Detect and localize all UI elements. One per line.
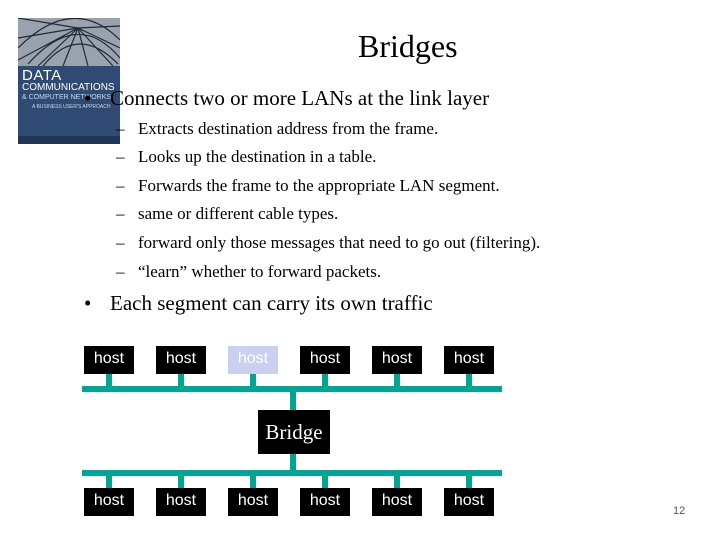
sub-bullet-item: –Extracts destination address from the f…: [116, 118, 438, 140]
host-drop-wire: [394, 374, 400, 388]
sub-bullet-item: –Forwards the frame to the appropriate L…: [116, 175, 500, 197]
host-drop-wire: [466, 474, 472, 490]
sub-bullet-text: Looks up the destination in a table.: [138, 147, 377, 166]
bullet-dot-icon: •: [84, 291, 92, 315]
dash-icon: –: [116, 262, 125, 281]
bridge-node: Bridge: [258, 410, 330, 454]
bullet-dot-icon: •: [84, 86, 92, 110]
bottom-host-1: host: [84, 488, 134, 516]
host-drop-wire: [322, 474, 328, 490]
bullet-item: • Connects two or more LANs at the link l…: [84, 85, 489, 111]
host-drop-wire: [178, 474, 184, 490]
sub-bullet-text: forward only those messages that need to…: [138, 233, 541, 252]
book-title-line1: DATA: [22, 67, 62, 84]
host-drop-wire: [250, 374, 256, 388]
bridge-bottom-connector: [290, 454, 296, 470]
top-host-2: host: [156, 346, 206, 374]
host-drop-wire: [106, 474, 112, 490]
dash-icon: –: [116, 233, 125, 252]
sub-bullet-text: Extracts destination address from the fr…: [138, 119, 439, 138]
book-subtitle: A BUSINESS USER'S APPROACH: [32, 104, 111, 110]
sub-bullet-item: –forward only those messages that need t…: [116, 232, 540, 254]
top-host-1: host: [84, 346, 134, 374]
dash-icon: –: [116, 147, 125, 166]
top-host-6: host: [444, 346, 494, 374]
sub-bullet-item: –“learn” whether to forward packets.: [116, 261, 381, 283]
host-drop-wire: [322, 374, 328, 388]
book-title-line3: & COMPUTER NETWORKS: [22, 94, 112, 101]
bullet-text: Connects two or more LANs at the link la…: [110, 86, 490, 110]
bottom-host-4: host: [300, 488, 350, 516]
bottom-host-5: host: [372, 488, 422, 516]
top-segment-wire: [82, 386, 502, 392]
dash-icon: –: [116, 204, 125, 223]
top-host-3: host: [228, 346, 278, 374]
sub-bullet-item: –same or different cable types.: [116, 203, 338, 225]
sub-bullet-text: “learn” whether to forward packets.: [138, 262, 382, 281]
slide-title: Bridges: [358, 28, 458, 64]
host-drop-wire: [178, 374, 184, 388]
book-title-line2: COMMUNICATIONS: [22, 82, 115, 93]
bottom-host-6: host: [444, 488, 494, 516]
bottom-host-2: host: [156, 488, 206, 516]
bottom-host-3: host: [228, 488, 278, 516]
host-drop-wire: [106, 374, 112, 388]
sub-bullet-item: –Looks up the destination in a table.: [116, 146, 376, 168]
sub-bullet-text: Forwards the frame to the appropriate LA…: [138, 176, 500, 195]
top-host-5: host: [372, 346, 422, 374]
bullet-text: Each segment can carry its own traffic: [110, 291, 433, 315]
bridge-top-connector: [290, 392, 296, 410]
page-number: 12: [673, 505, 686, 517]
host-drop-wire: [394, 474, 400, 490]
top-host-4: host: [300, 346, 350, 374]
bullet-item: • Each segment can carry its own traffic: [84, 290, 433, 316]
sub-bullet-text: same or different cable types.: [138, 204, 339, 223]
bottom-segment-wire: [82, 470, 502, 476]
dash-icon: –: [116, 119, 125, 138]
host-drop-wire: [250, 474, 256, 490]
book-cover-image: DATA COMMUNICATIONS & COMPUTER NETWORKS …: [18, 18, 120, 144]
dash-icon: –: [116, 176, 125, 195]
host-drop-wire: [466, 374, 472, 388]
